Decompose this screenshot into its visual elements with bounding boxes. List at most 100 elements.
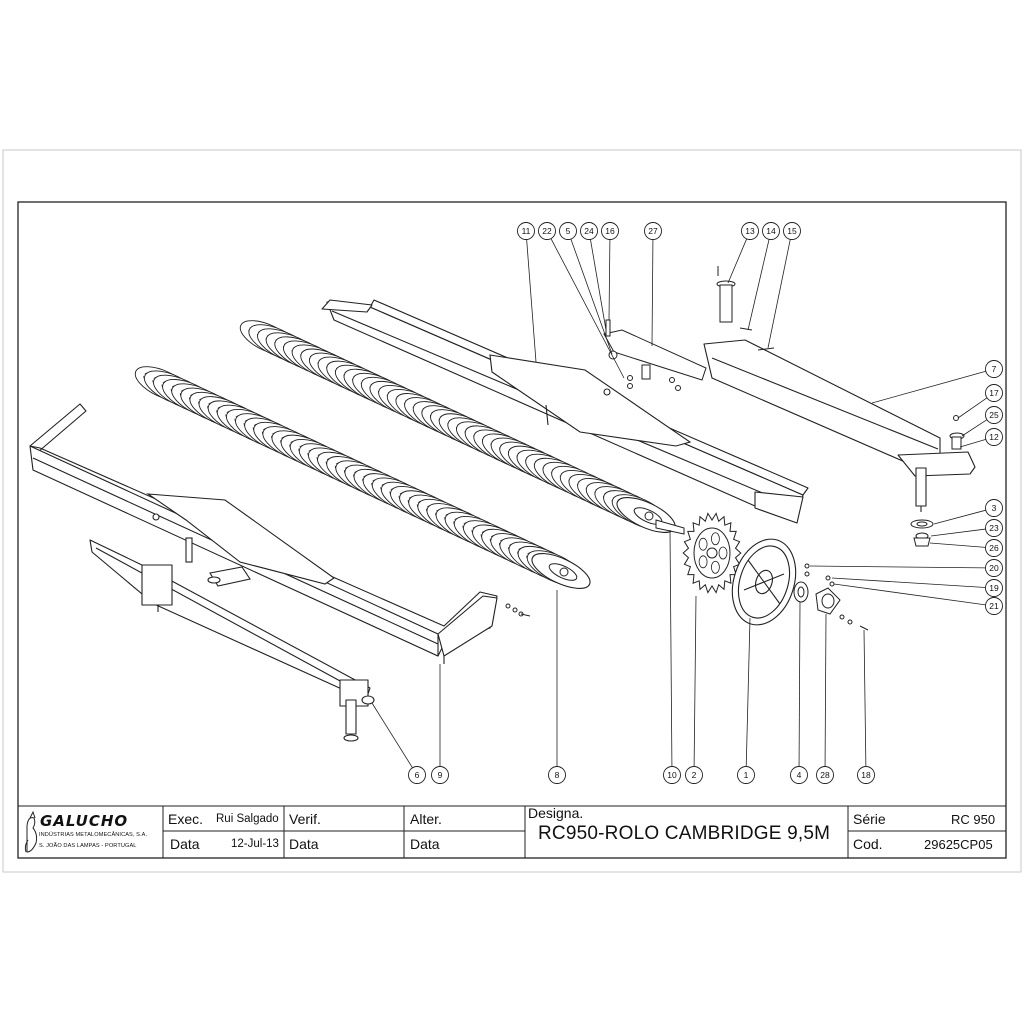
- bushing-3-23-26: [910, 519, 934, 547]
- hub-wheel-1: [731, 538, 797, 626]
- balloon-21: 21: [985, 597, 1003, 615]
- leader-line: [693, 595, 697, 767]
- company-logo: GALUCHO: [40, 812, 129, 830]
- leader-line: [957, 397, 988, 419]
- alter-label: Alter.: [410, 811, 442, 827]
- balloon-27: 27: [644, 222, 662, 240]
- data-value: 12-Jul-13: [231, 838, 279, 850]
- upper-bracket-27: [603, 329, 707, 381]
- balloon-number: 25: [989, 410, 999, 420]
- toothed-ring-2: [682, 512, 742, 594]
- balloon-5: 5: [559, 222, 577, 240]
- balloon-number: 6: [415, 770, 420, 780]
- leader-line: [608, 239, 611, 321]
- leader-line: [933, 509, 986, 525]
- balloon-12: 12: [985, 428, 1003, 446]
- leader-line: [651, 239, 654, 347]
- title-block-grid: [18, 805, 1006, 858]
- bolts-18-19-20-21: [505, 563, 869, 631]
- balloon-number: 2: [692, 770, 697, 780]
- balloon-10: 10: [663, 766, 681, 784]
- leader-line: [798, 601, 801, 767]
- balloon-number: 26: [989, 543, 999, 553]
- leader-line: [526, 239, 537, 363]
- leader-line: [959, 439, 986, 448]
- leader-line: [669, 529, 673, 767]
- balloon-number: 14: [766, 226, 776, 236]
- balloon-8: 8: [548, 766, 566, 784]
- leader-line: [590, 239, 607, 331]
- balloon-number: 7: [992, 364, 997, 374]
- balloon-6: 6: [408, 766, 426, 784]
- balloon-14: 14: [762, 222, 780, 240]
- bearing-4: [793, 581, 809, 603]
- data-label: Data: [170, 836, 200, 852]
- leader-line: [570, 238, 613, 355]
- leader-line: [833, 583, 986, 606]
- cod-value: 29625CP05: [924, 837, 993, 852]
- leader-line: [961, 419, 988, 437]
- flange-28: [815, 587, 841, 615]
- leader-line: [371, 702, 413, 769]
- balloon-number: 20: [989, 563, 999, 573]
- balloon-15: 15: [783, 222, 801, 240]
- balloon-number: 24: [584, 226, 594, 236]
- balloon-number: 4: [797, 770, 802, 780]
- balloon-number: 18: [861, 770, 871, 780]
- small-hardware-top: [605, 319, 965, 450]
- pin-13: [716, 266, 736, 323]
- cod-label: Cod.: [853, 836, 883, 852]
- verif-data-label: Data: [289, 836, 319, 852]
- balloon-number: 23: [989, 523, 999, 533]
- leader-line: [767, 239, 791, 349]
- leader-line: [929, 542, 986, 548]
- rooster-logo-icon: [24, 810, 38, 853]
- rear-pivot-arm: [703, 339, 976, 512]
- balloon-number: 1: [744, 770, 749, 780]
- serie-value: RC 950: [951, 812, 996, 827]
- balloon-number: 21: [989, 601, 999, 611]
- balloon-7: 7: [985, 360, 1003, 378]
- leader-line: [824, 613, 827, 767]
- balloon-17: 17: [985, 384, 1003, 402]
- serie-label: Série: [853, 811, 886, 827]
- balloon-number: 5: [566, 226, 571, 236]
- balloon-number: 9: [438, 770, 443, 780]
- exec-value: Rui Salgado: [216, 813, 279, 825]
- leader-line: [871, 370, 986, 404]
- verif-label: Verif.: [289, 811, 321, 827]
- leader-line: [930, 528, 986, 537]
- balloon-11: 11: [517, 222, 535, 240]
- balloon-18: 18: [857, 766, 875, 784]
- balloon-2: 2: [685, 766, 703, 784]
- balloon-23: 23: [985, 519, 1003, 537]
- balloon-1: 1: [737, 766, 755, 784]
- leader-line: [809, 565, 986, 569]
- balloon-number: 17: [989, 388, 999, 398]
- roller-axle-stub: [655, 519, 685, 535]
- balloon-22: 22: [538, 222, 556, 240]
- balloon-20: 20: [985, 559, 1003, 577]
- drawing-frame: [17, 201, 1007, 859]
- balloon-number: 13: [745, 226, 755, 236]
- balloon-16: 16: [601, 222, 619, 240]
- balloon-24: 24: [580, 222, 598, 240]
- exec-label: Exec.: [168, 811, 204, 827]
- balloon-number: 28: [820, 770, 830, 780]
- leader-line: [863, 629, 867, 767]
- balloon-9: 9: [431, 766, 449, 784]
- balloon-26: 26: [985, 539, 1003, 557]
- leader-line: [831, 577, 986, 588]
- balloon-number: 3: [992, 503, 997, 513]
- outer-border: [2, 149, 1022, 873]
- balloon-number: 19: [989, 583, 999, 593]
- cambridge-roller-rear: [239, 320, 676, 533]
- leader-line: [745, 617, 751, 767]
- balloon-25: 25: [985, 406, 1003, 424]
- designa-label: Designa.: [528, 805, 584, 821]
- front-frame-yoke-plate: [145, 493, 335, 587]
- front-pivot-arm: [89, 539, 375, 742]
- leader-line: [550, 238, 625, 379]
